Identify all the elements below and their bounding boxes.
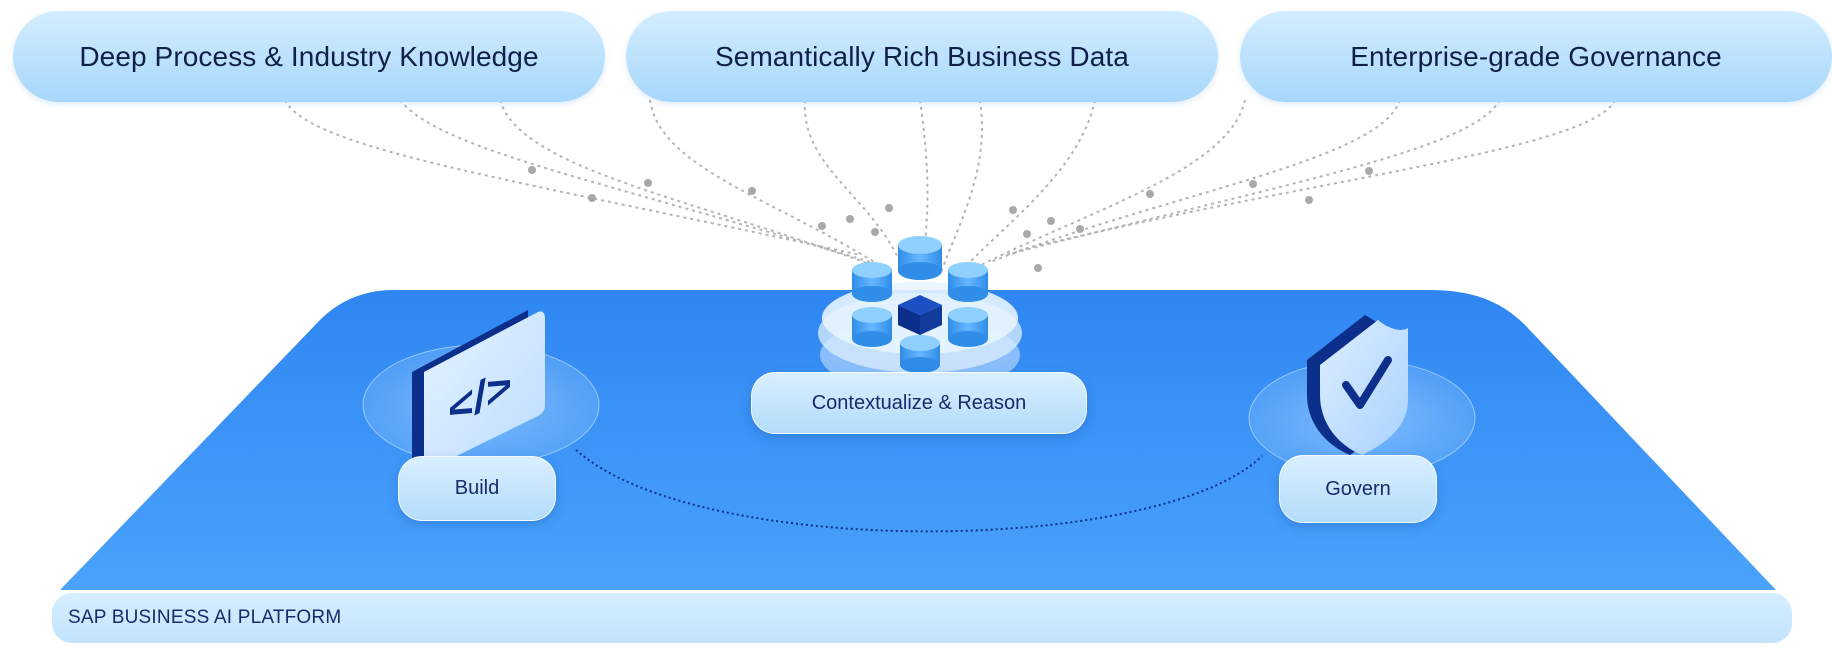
pillar-label: Semantically Rich Business Data [715,40,1129,72]
db-cylinder [852,262,892,302]
pillar-label: Enterprise-grade Governance [1350,40,1722,72]
db-cylinder [898,236,942,280]
pillar-governance: Enterprise-grade Governance [1240,11,1832,102]
db-cylinder [852,307,892,347]
pillar-business-data: Semantically Rich Business Data [626,11,1218,102]
build-govern-arc [575,449,1263,533]
db-cylinder [948,262,988,302]
build-label: Build [454,477,500,499]
govern-label: Govern [1325,477,1391,500]
govern-label-box: Govern [1279,455,1437,523]
shield-check-icon [1307,315,1408,455]
platform-label: SAP BUSINESS AI PLATFORM [68,607,342,628]
code-icon: </> [412,310,545,471]
platform-bar: SAP BUSINESS AI PLATFORM [52,593,1792,643]
connector-lines [284,99,1616,279]
database-hub-icon [818,236,1022,393]
pillar-process-knowledge: Deep Process & Industry Knowledge [13,11,605,102]
build-label-box: Build [398,456,556,521]
db-cylinder [900,335,940,373]
contextualize-label-box: Contextualize & Reason [751,372,1087,434]
contextualize-label: Contextualize & Reason [811,391,1027,414]
connector-nodes [528,166,1373,272]
db-cylinder [948,307,988,347]
pillar-label: Deep Process & Industry Knowledge [79,40,539,72]
center-cube [898,295,942,335]
